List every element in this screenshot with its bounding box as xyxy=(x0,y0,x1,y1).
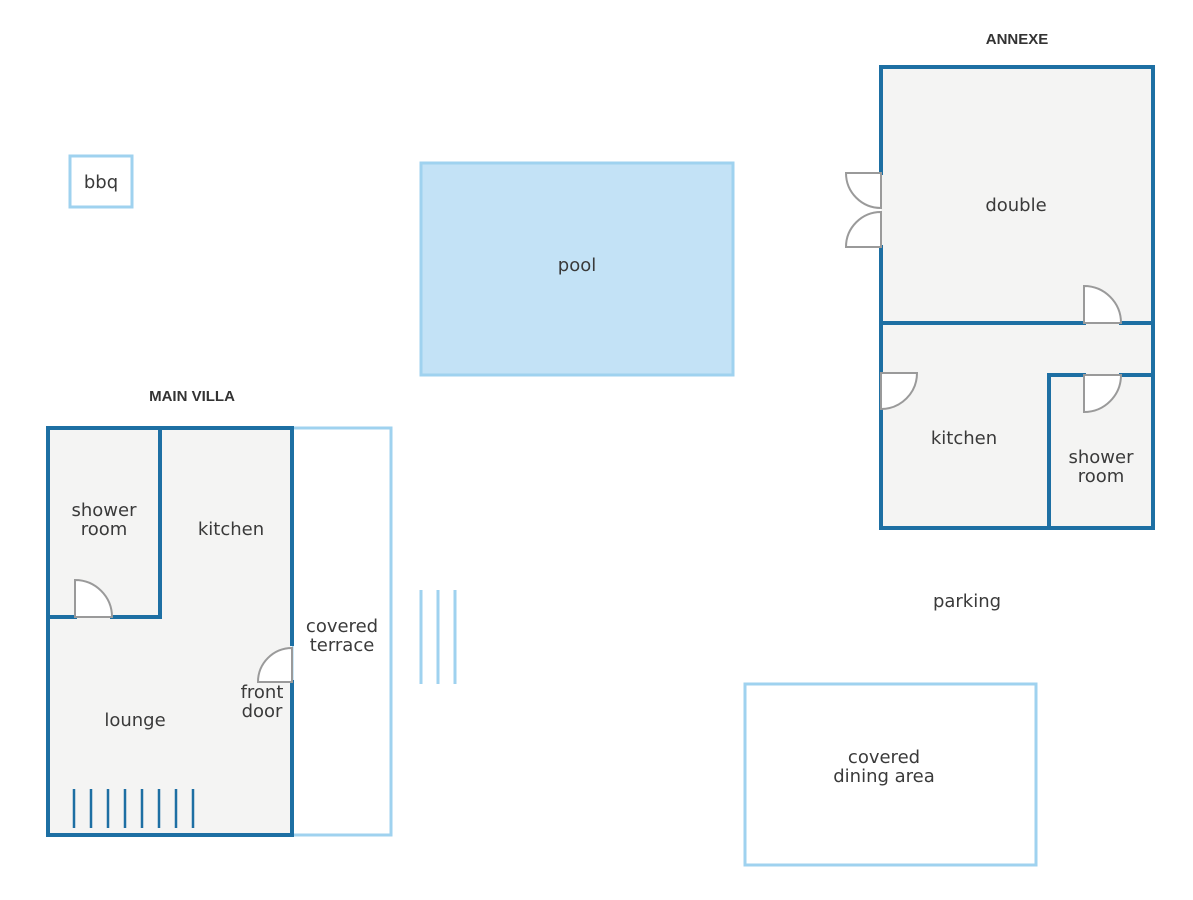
annexe-heading: ANNEXE xyxy=(986,31,1049,48)
front-door xyxy=(256,646,293,683)
main-villa-floor xyxy=(48,428,292,835)
covered-terrace-outline xyxy=(290,426,393,837)
pool: pool xyxy=(419,161,735,377)
annexe-shower-door xyxy=(1083,374,1123,414)
covered-dining-area-outline xyxy=(743,682,1038,867)
main-villa-heading: MAIN VILLA xyxy=(149,388,235,405)
annexe-double-room-door xyxy=(1083,284,1123,324)
annexe: ANNEXE doubl xyxy=(844,31,1155,530)
pool-outline xyxy=(419,161,735,377)
main-villa: MAIN VILLA xyxy=(46,388,393,837)
lounge-label: lounge xyxy=(104,710,165,731)
bbq-label: bbq xyxy=(84,172,118,193)
terrace-steps xyxy=(419,590,457,684)
bbq-area: bbq xyxy=(68,154,134,209)
annexe-double-label: double xyxy=(985,195,1046,216)
annexe-double-doors xyxy=(844,172,882,248)
bbq-outline xyxy=(68,154,134,209)
main-villa-walls xyxy=(46,426,294,837)
main-villa-staircase xyxy=(72,789,195,828)
annexe-kitchen-door xyxy=(880,372,919,411)
parking-label: parking xyxy=(933,591,1001,612)
pool-label: pool xyxy=(558,255,596,276)
main-villa-shower-door xyxy=(74,578,114,618)
annexe-kitchen-label: kitchen xyxy=(931,428,997,449)
main-villa-kitchen-label: kitchen xyxy=(198,519,264,540)
annexe-walls xyxy=(879,65,1155,530)
